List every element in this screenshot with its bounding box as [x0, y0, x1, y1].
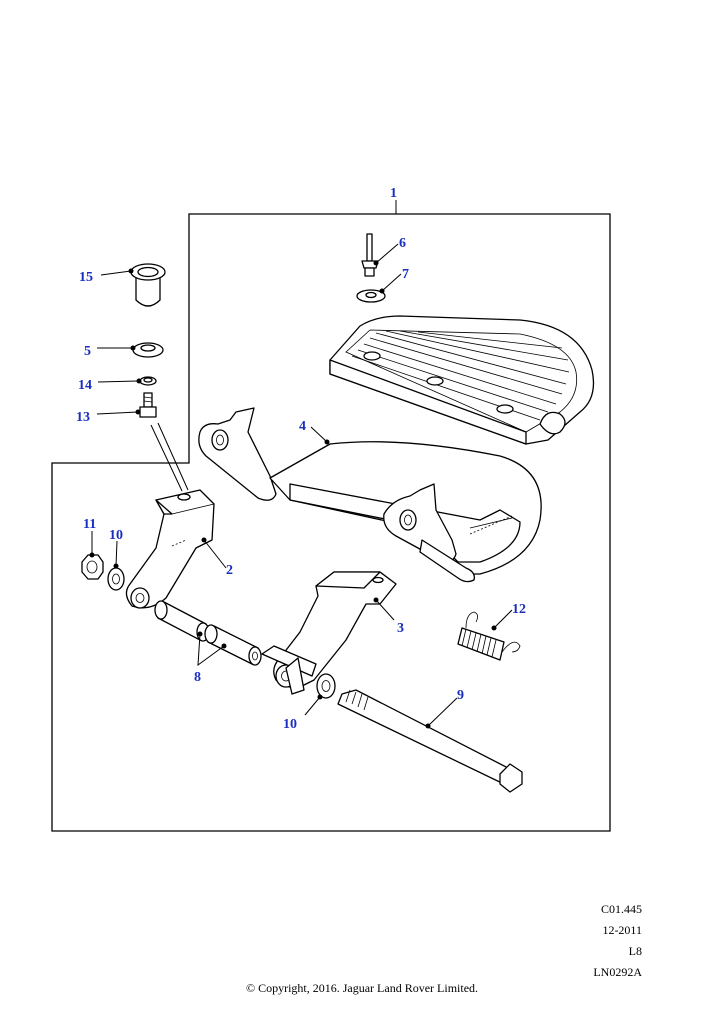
callout-3: 3	[397, 621, 404, 636]
callout-10a: 10	[109, 528, 123, 543]
part-washer-bottom	[316, 673, 336, 699]
assembly-frame	[51, 213, 611, 832]
illustration-code: C01.445	[600, 902, 642, 916]
part-bracket-right	[261, 571, 397, 695]
part-return-spring	[457, 611, 521, 661]
callout-11: 11	[83, 517, 96, 532]
part-washer-large	[132, 342, 164, 358]
callout-1: 1	[390, 186, 397, 201]
part-bush	[130, 263, 166, 307]
callout-5: 5	[84, 344, 91, 359]
part-rivet	[361, 233, 379, 277]
callout-2: 2	[226, 563, 233, 578]
illustration-level: L8	[628, 944, 642, 958]
callout-12: 12	[512, 602, 526, 617]
part-bolt-short	[139, 392, 157, 418]
callout-14: 14	[78, 378, 92, 393]
part-spring-washer	[139, 376, 157, 386]
illustration-date: 12-2011	[602, 923, 642, 937]
part-spacer-tubes	[154, 600, 262, 666]
copyright-notice: © Copyright, 2016. Jaguar Land Rover Lim…	[245, 981, 479, 995]
callout-7: 7	[402, 267, 409, 282]
part-footplate	[329, 315, 595, 445]
callout-13: 13	[76, 410, 90, 425]
illustration-ref: LN0292A	[593, 965, 642, 979]
callout-15: 15	[79, 270, 93, 285]
part-pedal-arm	[198, 407, 542, 583]
callout-9: 9	[457, 688, 464, 703]
callout-10b: 10	[283, 717, 297, 732]
callout-4: 4	[299, 419, 306, 434]
part-washer-left	[107, 567, 125, 591]
part-nut	[81, 554, 104, 580]
part-bolt-long	[337, 689, 523, 793]
callout-8: 8	[194, 670, 201, 685]
part-washer-small	[356, 289, 386, 303]
callout-6: 6	[399, 236, 406, 251]
part-bracket-left	[125, 489, 215, 609]
